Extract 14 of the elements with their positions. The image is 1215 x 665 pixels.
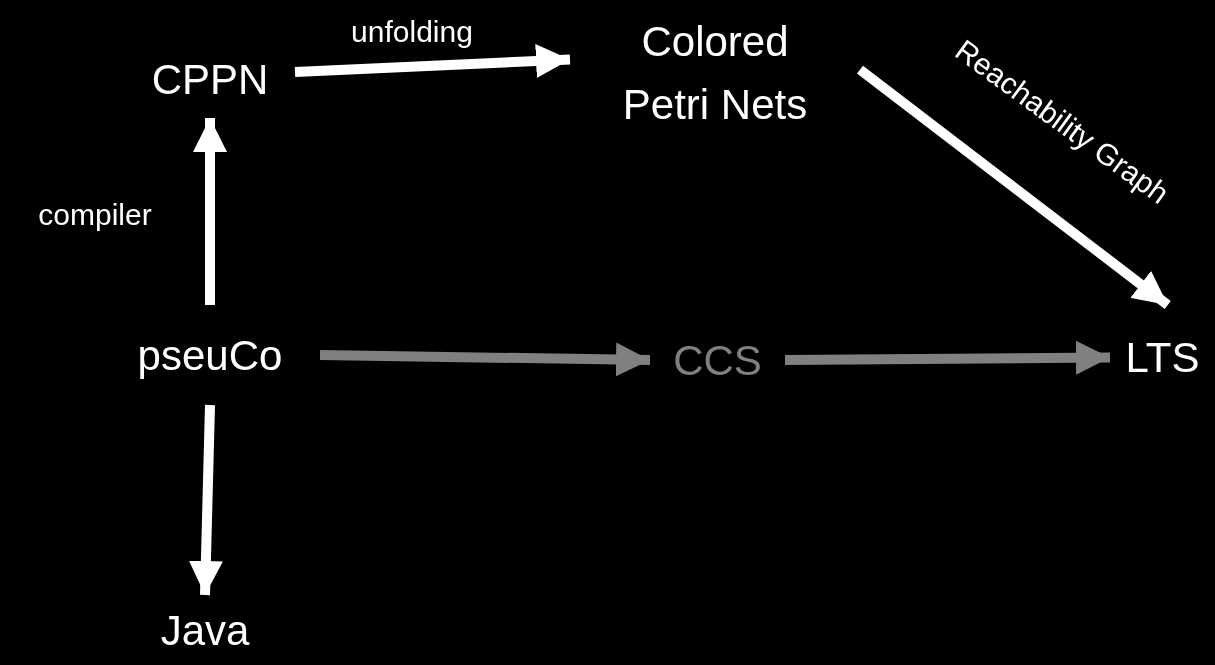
node-label: Colored Petri Nets: [621, 16, 809, 130]
arrow: [294, 44, 571, 78]
node-label: Java: [160, 605, 250, 656]
node-label: LTS: [1125, 333, 1200, 383]
arrow: [856, 65, 1171, 309]
arrow: [188, 404, 223, 596]
node-label: pseuCo: [137, 330, 283, 381]
arrow: [784, 340, 1111, 375]
edge-label: compiler: [38, 198, 152, 232]
node-label: CPPN: [151, 54, 269, 105]
edge-label: unfolding: [351, 15, 473, 49]
arrow: [193, 118, 227, 305]
node-label: CCS: [673, 335, 762, 386]
arrow: [319, 342, 651, 377]
